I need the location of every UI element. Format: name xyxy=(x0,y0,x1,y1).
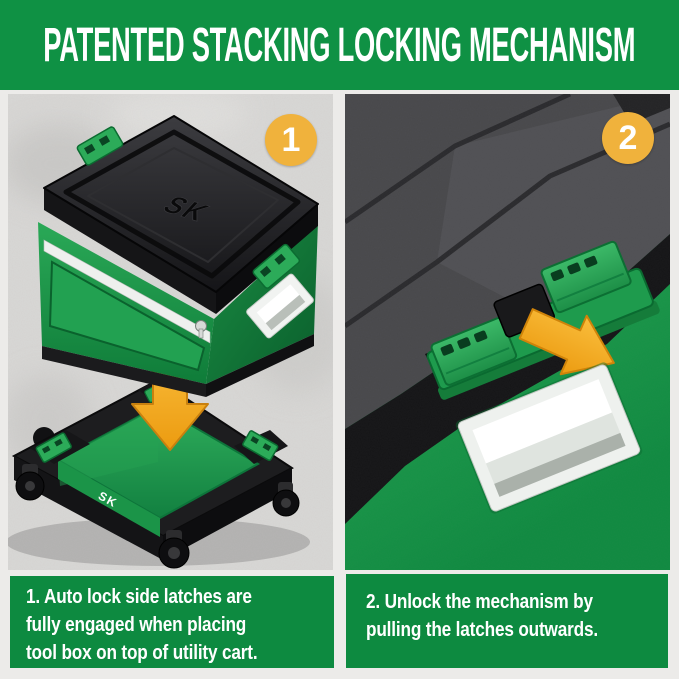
step-2-badge: 2 xyxy=(602,112,654,164)
cart-latch-left xyxy=(35,432,72,463)
step-2-caption-banner: 2. Unlock the mechanism by pulling the l… xyxy=(346,574,668,668)
latch-block-right xyxy=(540,240,632,314)
toolbox-side-handle xyxy=(246,273,314,339)
step-1-illustration: SK xyxy=(8,94,333,570)
cart-latch-right xyxy=(242,430,279,461)
step-2-badge-number: 2 xyxy=(618,119,638,157)
caption-line: tool box on top of utility cart. xyxy=(26,642,258,664)
step-2-caption-text: 2. Unlock the mechanism by pulling the l… xyxy=(366,588,626,644)
caption-line: fully engaged when placing xyxy=(26,614,247,636)
step-1-badge-number: 1 xyxy=(281,121,301,159)
step-1-caption-text: 1. Auto lock side latches are fully enga… xyxy=(26,583,291,667)
caption-line: 2. Unlock the mechanism by xyxy=(366,591,593,613)
toolbox-latch-right xyxy=(252,243,301,289)
toolbox-illustration: SK xyxy=(38,115,319,397)
step-1-badge: 1 xyxy=(265,114,317,166)
page-title: PATENTED STACKING LOCKING MECHANISM xyxy=(43,18,636,72)
header-banner: PATENTED STACKING LOCKING MECHANISM xyxy=(0,0,679,90)
toolbox-latch-left xyxy=(76,126,124,166)
keyhole-lock xyxy=(195,320,207,339)
caption-line: pulling the latches outwards. xyxy=(366,619,599,641)
utility-cart-illustration: SK xyxy=(8,378,310,569)
photo-panel-step-1: SK xyxy=(8,94,333,570)
step-1-caption-banner: 1. Auto lock side latches are fully enga… xyxy=(10,576,334,668)
photo-panel-step-2 xyxy=(345,94,670,570)
latch-block-left xyxy=(430,317,518,386)
pull-direction-arrow-icon xyxy=(518,308,615,376)
caster-wheels xyxy=(15,464,300,569)
caption-line: 1. Auto lock side latches are xyxy=(26,586,252,608)
step-2-illustration xyxy=(345,94,670,570)
recessed-handle-closeup xyxy=(455,362,643,514)
